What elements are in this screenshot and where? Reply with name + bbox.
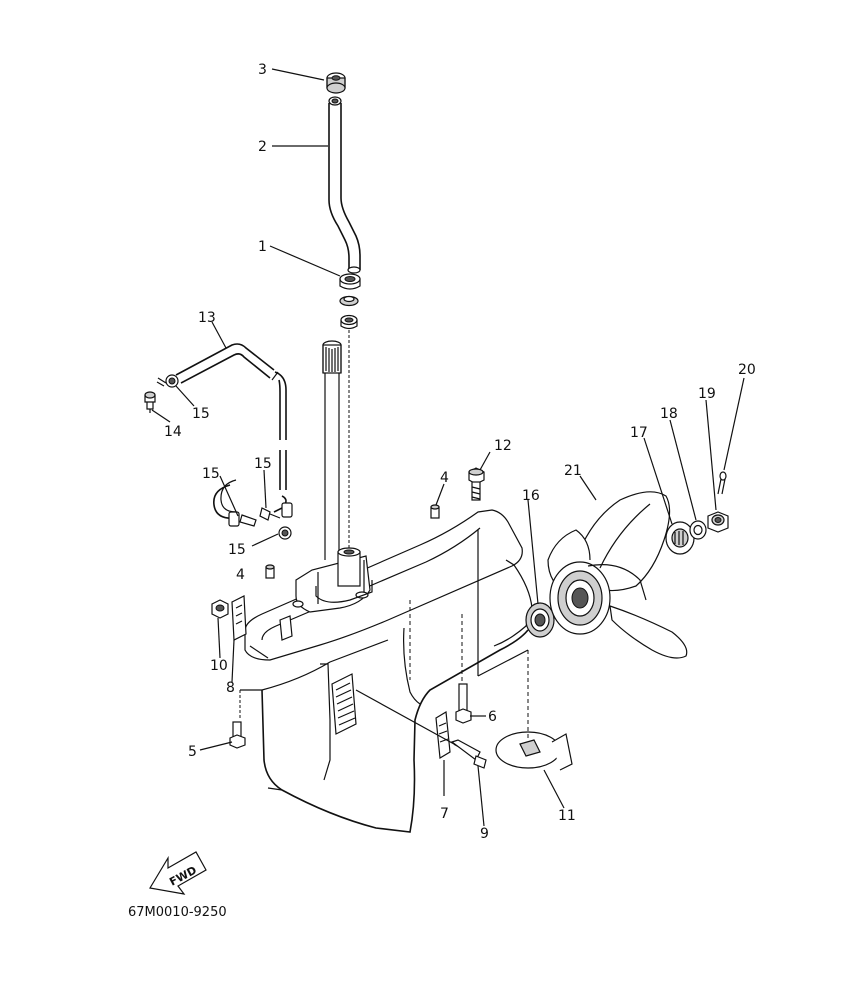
part-21-propeller <box>547 491 688 659</box>
callout-11: 11 <box>558 808 576 824</box>
callout-14: 14 <box>164 424 182 440</box>
part-5-bolt <box>229 689 262 749</box>
part-11-anode-plate <box>477 530 573 771</box>
callout-9: 9 <box>480 826 489 842</box>
part-17-spacer <box>665 521 695 555</box>
part-13-hose <box>175 343 293 518</box>
part-1-grommet <box>339 273 361 330</box>
callout-15-lower: 15 <box>228 542 246 558</box>
fwd-arrow: FWD <box>149 851 207 895</box>
callout-19: 19 <box>698 386 716 402</box>
callout-1: 1 <box>258 239 267 255</box>
part-15-clip-upper <box>156 374 179 388</box>
leader-lines <box>151 68 745 827</box>
part-15-clip-lower <box>278 526 292 540</box>
lower-casing <box>244 509 533 833</box>
callout-18: 18 <box>660 406 678 422</box>
part-9-bolt <box>355 689 487 769</box>
diagram-code: 67M0010-9250 <box>128 905 227 920</box>
part-8-anode <box>231 595 247 641</box>
part-3-grommet <box>326 72 346 94</box>
callout-16: 16 <box>522 488 540 504</box>
callout-15-mid: 15 <box>254 456 272 472</box>
callout-4-lower: 4 <box>236 567 245 583</box>
callout-labels: 3 2 1 13 15 14 15 15 15 4 4 12 16 21 17 … <box>164 62 756 842</box>
callout-2: 2 <box>258 139 267 155</box>
part-19-nut <box>707 511 729 533</box>
callout-8: 8 <box>226 680 235 696</box>
callout-12: 12 <box>494 438 512 454</box>
callout-10: 10 <box>210 658 228 674</box>
water-inlet-grille <box>331 673 357 735</box>
part-4-dowel-pin-lower <box>265 564 275 579</box>
callout-20: 20 <box>738 362 756 378</box>
callout-5: 5 <box>188 744 197 760</box>
part-12-bolt <box>468 467 485 501</box>
part-16-thrust-washer <box>525 602 555 638</box>
part-20-cotter-pin <box>717 471 727 495</box>
callout-7: 7 <box>440 806 449 822</box>
callout-4-upper: 4 <box>440 470 449 486</box>
callout-3: 3 <box>258 62 267 78</box>
part-6-bolt <box>455 683 472 724</box>
part-10-nut <box>211 599 229 619</box>
part-15-clip-left <box>213 479 257 527</box>
callout-17: 17 <box>630 425 648 441</box>
part-4-dowel-pin-upper <box>430 504 440 519</box>
callout-6: 6 <box>488 709 497 725</box>
part-2-water-tube <box>328 96 361 274</box>
part-14-joint <box>144 391 156 413</box>
part-18-washer <box>689 520 707 540</box>
drive-shaft <box>322 330 350 560</box>
part-15-clip-mid <box>259 507 281 521</box>
callout-21: 21 <box>564 463 582 479</box>
callout-15-left: 15 <box>202 466 220 482</box>
callout-13: 13 <box>198 310 216 326</box>
callout-15-upper: 15 <box>192 406 210 422</box>
